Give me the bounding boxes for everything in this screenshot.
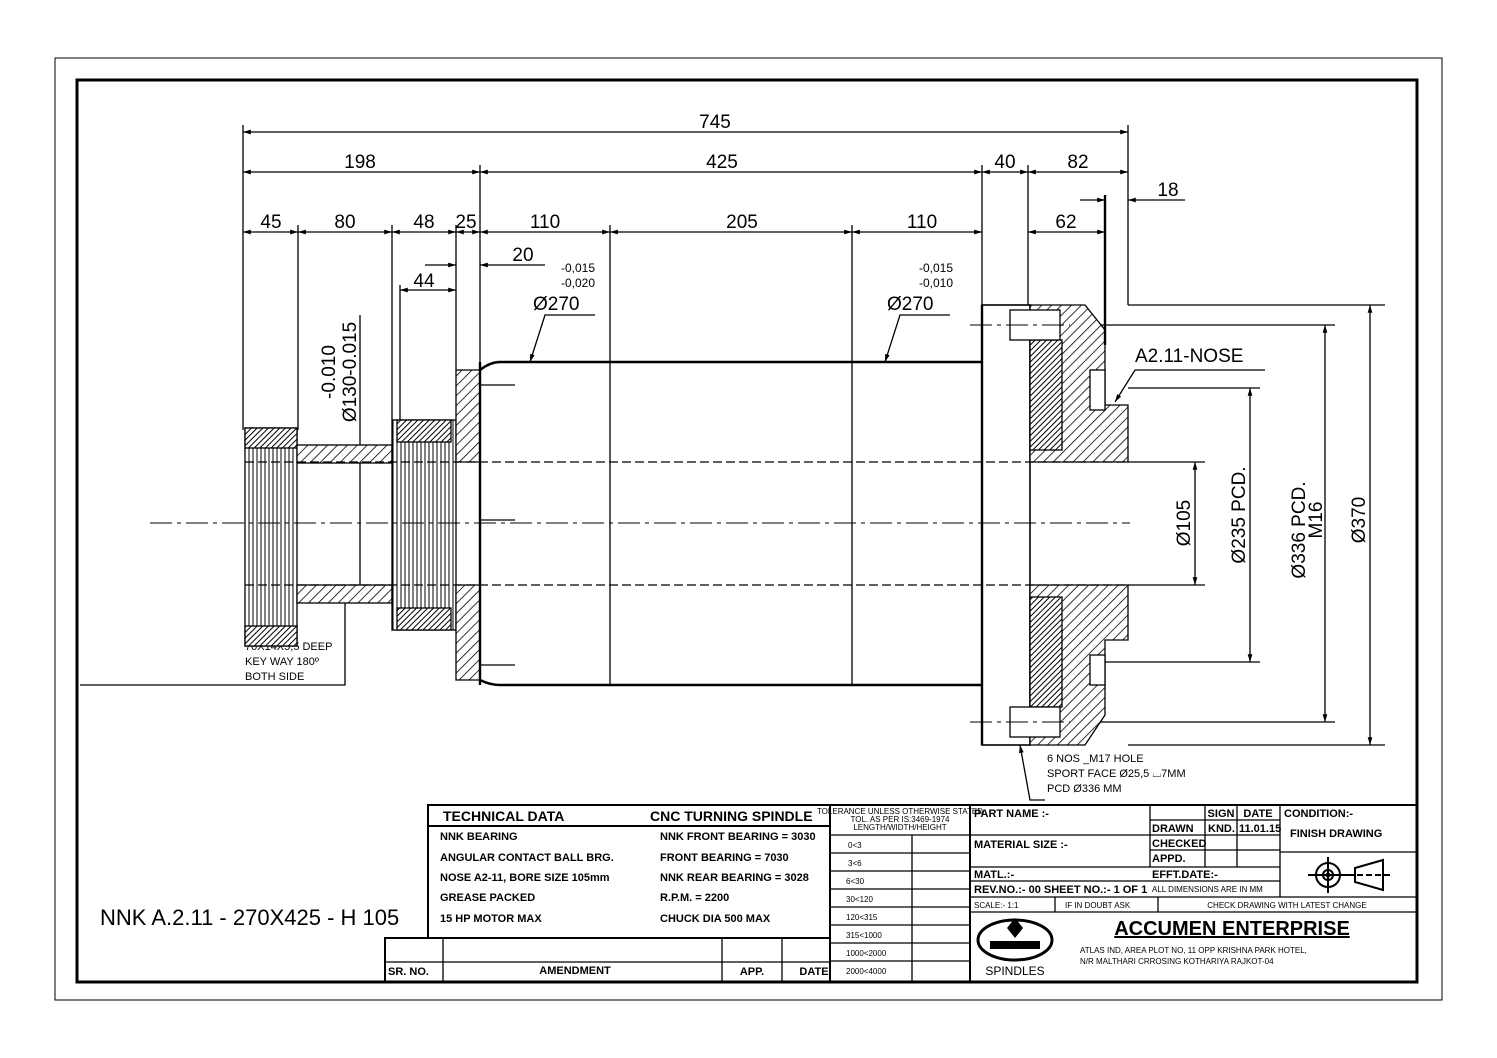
hole-note-2: SPORT FACE Ø25,5 ⌴7MM [1047, 768, 1186, 780]
tech-right-5: CHUCK DIA 500 MAX [660, 913, 771, 925]
app-header: APP. [740, 966, 764, 978]
tolerance-table: TOLERANCE UNLESS OTHERWISE STATED TOL. A… [817, 807, 983, 976]
tech-right-1: NNK FRONT BEARING = 3030 [660, 831, 816, 843]
tolerance-header-2: TOL. AS PER IS:3469-1974 [850, 815, 950, 824]
tech-data-header: TECHNICAL DATA [443, 808, 564, 824]
drawn-sign: KND. [1208, 823, 1235, 835]
address-line-2: N/R MALTHARI CRROSING KOTHARIYA RAJKOT-0… [1080, 957, 1274, 966]
dia-370: Ø370 [1349, 497, 1370, 543]
tol-left-upper: -0,015 [561, 261, 595, 275]
tolerance-range: 2000<4000 [846, 967, 887, 976]
tolerance-range: 30<120 [846, 895, 873, 904]
tech-left-3: NOSE A2-11, BORE SIZE 105mm [440, 872, 610, 884]
tech-left-5: 15 HP MOTOR MAX [440, 913, 542, 925]
drawn-date: 11.01.15 [1239, 823, 1281, 835]
hole-note-1: 6 NOS _M17 HOLE [1047, 753, 1144, 765]
tech-right-2: FRONT BEARING = 7030 [660, 852, 789, 864]
condition-value: FINISH DRAWING [1290, 828, 1382, 840]
title-block: PART NAME :- MATERIAL SIZE :- MATL.:- RE… [974, 808, 1392, 978]
dia-270-left: Ø270 [533, 294, 579, 315]
dim-745: 745 [699, 112, 731, 133]
spindle-body [150, 195, 1130, 746]
title-block-grid [384, 804, 1418, 983]
tolerance-range: 0<3 [848, 841, 862, 850]
tech-left-4: GREASE PACKED [440, 892, 535, 904]
product-name: CNC TURNING SPINDLE [650, 808, 813, 824]
effective-date-label: EFFT.DATE:- [1152, 869, 1218, 881]
part-name-label: PART NAME :- [974, 808, 1049, 820]
tolerance-range: 3<6 [848, 859, 862, 868]
bore-diameter: Ø105 [1174, 500, 1195, 546]
checked-label: CHECKED [1152, 838, 1206, 850]
model-title: NNK A.2.11 - 270X425 - H 105 [100, 905, 399, 930]
address-line-1: ATLAS IND, AREA PLOT NO, 11 OPP KRISHNA … [1080, 946, 1307, 955]
company-name: ACCUMEN ENTERPRISE [1114, 918, 1350, 940]
pcd-336: Ø336 PCD. [1289, 481, 1310, 578]
tech-right-3: NNK REAR BEARING = 3028 [660, 872, 809, 884]
dim-80: 80 [334, 212, 355, 233]
sign-header: SIGN [1208, 808, 1235, 820]
dimension-lines [80, 129, 1373, 801]
dim-110-right: 110 [907, 212, 937, 233]
dim-82: 82 [1067, 152, 1088, 173]
drawn-label: DRAWN [1152, 823, 1194, 835]
dim-20: 20 [512, 245, 533, 266]
dim-45: 45 [260, 212, 281, 233]
appd-label: APPD. [1152, 853, 1186, 865]
dim-48: 48 [413, 212, 434, 233]
projection-symbol-icon [1308, 857, 1392, 893]
nose-label: A2.11-NOSE [1135, 346, 1243, 367]
scale-label: SCALE:- 1:1 [974, 901, 1019, 910]
hole-note-3: PCD Ø336 MM [1047, 783, 1122, 795]
dim-18: 18 [1157, 180, 1178, 201]
all-dims-note: ALL DIMENSIONS ARE IN MM [1152, 885, 1263, 894]
matl-label: MATL.:- [974, 869, 1014, 881]
dim-205: 205 [726, 212, 758, 233]
technical-data: TECHNICAL DATA CNC TURNING SPINDLE NNK B… [388, 808, 829, 978]
dim-62: 62 [1055, 212, 1076, 233]
sleeve-bottom [296, 584, 393, 604]
m16-label: M16 [1306, 502, 1327, 539]
tech-left-1: NNK BEARING [440, 831, 518, 843]
keyway-note-2: KEY WAY 180º [245, 656, 319, 668]
dim-425: 425 [706, 152, 738, 173]
tech-right-4: R.P.M. = 2200 [660, 892, 729, 904]
doubt-label: IF IN DOUBT ASK [1065, 901, 1131, 910]
dim-44: 44 [413, 271, 435, 292]
tolerance-range: 120<315 [846, 913, 878, 922]
pcd-235: Ø235 PCD. [1229, 466, 1250, 563]
sr-no-header: SR. NO. [388, 966, 429, 978]
tolerance-range: 1000<2000 [846, 949, 887, 958]
tolerance-header-1: TOLERANCE UNLESS OTHERWISE STATED [817, 807, 983, 816]
logo-subtitle: SPINDLES [985, 964, 1044, 978]
tolerance-range: 315<1000 [846, 931, 882, 940]
shaft-diameter: Ø130-0.015 [340, 322, 361, 422]
dim-25: 25 [455, 212, 476, 233]
tol-right-lower: -0,010 [919, 276, 953, 290]
company-logo [976, 918, 1054, 962]
rear-bearing [391, 419, 457, 631]
keyway-note-3: BOTH SIDE [245, 671, 304, 683]
tol-right-upper: -0,015 [919, 261, 953, 275]
dim-110-left: 110 [530, 212, 560, 233]
tol-left-lower: -0,020 [561, 276, 595, 290]
dim-40: 40 [994, 152, 1015, 173]
date-col-header: DATE [1243, 808, 1272, 820]
outer-border [54, 57, 1443, 1001]
condition-label: CONDITION:- [1284, 808, 1353, 820]
date-header: DATE [799, 966, 828, 978]
shaft-tolerance: -0.010 [319, 345, 340, 399]
check-drawing-label: CHECK DRAWING WITH LATEST CHANGE [1207, 901, 1366, 910]
sleeve-top [296, 444, 393, 464]
material-size-label: MATERIAL SIZE :- [974, 839, 1068, 851]
amendment-header: AMENDMENT [539, 965, 611, 977]
tech-left-2: ANGULAR CONTACT BALL BRG. [440, 852, 614, 864]
dia-270-right: Ø270 [887, 294, 933, 315]
dimension-labels: 745 198 425 40 82 18 45 80 48 25 110 205… [245, 112, 1370, 795]
dim-198: 198 [344, 152, 376, 173]
tolerance-range: 6<30 [846, 877, 865, 886]
rev-sheet-label: REV.NO.:- 00 SHEET NO.:- 1 OF 1 [974, 884, 1147, 896]
tolerance-header-3: LENGTH/WIDTH/HEIGHT [853, 823, 946, 832]
lock-nut [244, 427, 298, 647]
